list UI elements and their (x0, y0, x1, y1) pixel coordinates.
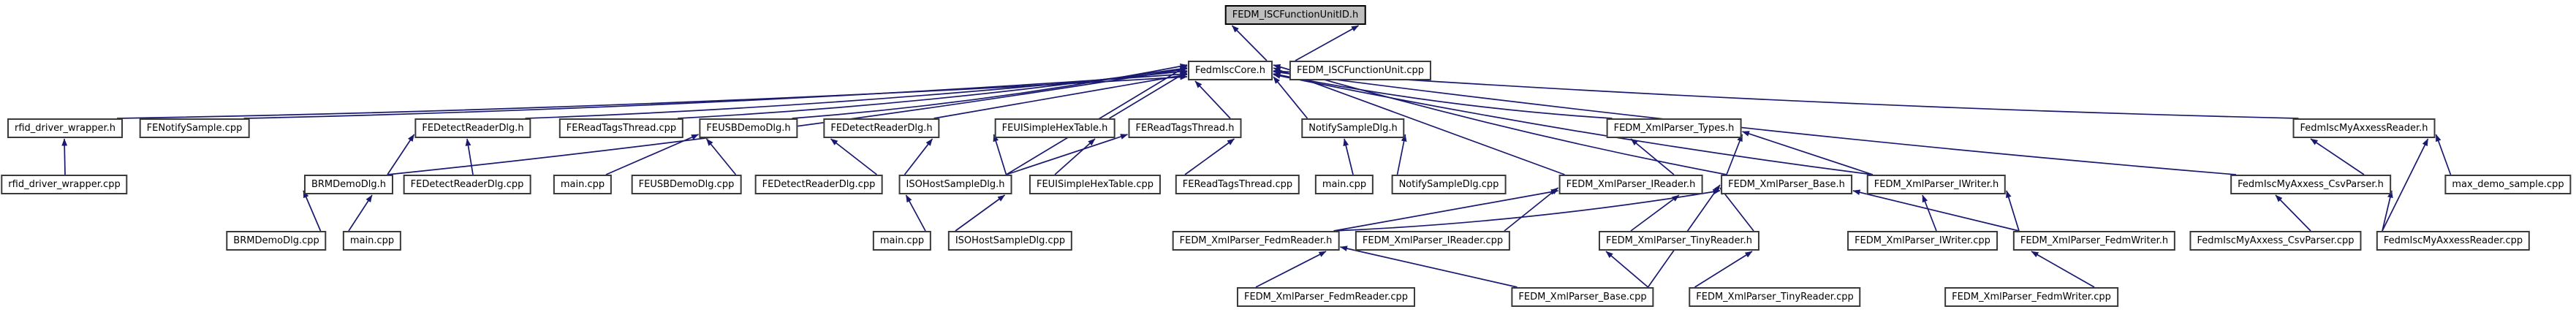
include-edge (1255, 251, 1327, 288)
include-edge (1630, 194, 1680, 232)
include-edge (61, 138, 68, 175)
graph-node-FedmIscMyAxxessReader.cpp[interactable]: FedmIscMyAxxessReader.cpp (2376, 231, 2531, 251)
graph-node-rfid_driver_wrapper.h[interactable]: rfid_driver_wrapper.h (7, 118, 123, 138)
include-edge (465, 138, 474, 175)
include-edge (792, 63, 1188, 119)
graph-node-NotifySampleDlg.h[interactable]: NotifySampleDlg.h (1301, 118, 1405, 138)
graph-node-FEDM_XmlParser_FedmWriter.cpp[interactable]: FEDM_XmlParser_FedmWriter.cpp (1944, 287, 2118, 307)
include-edge (955, 194, 1005, 232)
graph-node-FEDM_XmlParser_Types.h[interactable]: FEDM_XmlParser_Types.h (1606, 118, 1742, 138)
include-edge (348, 194, 373, 232)
include-edge (2031, 251, 2095, 288)
graph-node-ISOHostSampleDlg.h[interactable]: ISOHostSampleDlg.h (898, 175, 1012, 194)
include-edge (1922, 194, 1937, 232)
graph-node-FedmIscMyAxxess_CsvParser.cpp[interactable]: FedmIscMyAxxess_CsvParser.cpp (2189, 231, 2362, 251)
include-edge (1273, 64, 1727, 175)
include-edge (705, 138, 737, 175)
graph-node-FEUISimpleHexTable.cpp[interactable]: FEUISimpleHexTable.cpp (1028, 175, 1162, 194)
graph-node-max_demo_sample.cpp[interactable]: max_demo_sample.cpp (2444, 175, 2572, 194)
include-edge (1343, 138, 1354, 175)
graph-node-FEReadTagsThread.h[interactable]: FEReadTagsThread.h (1128, 118, 1242, 138)
include-edge (1333, 189, 1721, 232)
include-edge (2382, 190, 2393, 232)
graph-node-FEDetectReaderDlg.h[interactable]: FEDetectReaderDlg.h (823, 118, 940, 138)
include-edge (1006, 134, 1128, 175)
graph-node-main.cpp[interactable]: main.cpp (553, 175, 613, 194)
graph-node-FEDetectReaderDlg.cpp[interactable]: FEDetectReaderDlg.cpp (403, 175, 531, 194)
include-edge (116, 74, 1188, 119)
include-edge (243, 71, 1188, 119)
graph-node-FEUISimpleHexTable.h[interactable]: FEUISimpleHexTable.h (994, 118, 1115, 138)
graph-node-FEReadTagsThread.cpp[interactable]: FEReadTagsThread.cpp (558, 118, 684, 138)
include-edge (2435, 134, 2452, 175)
include-edge (1194, 80, 1231, 119)
include-edge (1605, 251, 1649, 288)
include-edge (1742, 131, 1874, 175)
include-edge (1273, 68, 2299, 119)
graph-node-FEDM_XmlParser_FedmReader.h[interactable]: FEDM_XmlParser_FedmReader.h (1172, 231, 1340, 251)
include-edge (1340, 246, 1518, 288)
graph-node-FEDM_XmlParser_IWriter.cpp[interactable]: FEDM_XmlParser_IWriter.cpp (1847, 231, 1998, 251)
include-edge (1109, 71, 1188, 119)
graph-node-main.cpp[interactable]: main.cpp (1314, 175, 1374, 194)
include-edge (933, 72, 1188, 119)
include-edge (1273, 76, 1308, 119)
graph-node-BRMDemoDlg.h[interactable]: BRMDemoDlg.h (303, 175, 394, 194)
graph-node-main.cpp[interactable]: main.cpp (872, 231, 932, 251)
include-edge (1054, 138, 1096, 175)
include-edge (1333, 189, 1558, 232)
graph-node-NotifySampleDlg.cpp[interactable]: NotifySampleDlg.cpp (1391, 175, 1507, 194)
graph-node-BRMDemoDlg.cpp[interactable]: BRMDemoDlg.cpp (226, 231, 327, 251)
graph-node-FEDetectReaderDlg.cpp[interactable]: FEDetectReaderDlg.cpp (754, 175, 883, 194)
include-edge (1273, 73, 1874, 175)
include-edge (830, 138, 878, 175)
include-edge (1630, 138, 1675, 175)
graph-node-FEDM_XmlParser_TinyReader.h[interactable]: FEDM_XmlParser_TinyReader.h (1598, 231, 1760, 251)
include-edge (605, 134, 699, 175)
graph-node-FEDM_XmlParser_Base.h[interactable]: FEDM_XmlParser_Base.h (1721, 175, 1852, 194)
graph-node-FEDM_XmlParser_IReader.h[interactable]: FEDM_XmlParser_IReader.h (1558, 175, 1703, 194)
include-edge (2006, 190, 2020, 232)
include-edge (2382, 138, 2429, 232)
include-edge (2310, 138, 2365, 175)
include-edge (1273, 72, 1613, 119)
graph-node-FEDM_ISCFunctionUnit.cpp[interactable]: FEDM_ISCFunctionUnit.cpp (1289, 61, 1432, 80)
graph-node-FEDM_XmlParser_Base.cpp[interactable]: FEDM_XmlParser_Base.cpp (1511, 287, 1654, 307)
graph-node-FedmIscMyAxxessReader.h[interactable]: FedmIscMyAxxessReader.h (2292, 118, 2436, 138)
include-edge (905, 194, 926, 232)
graph-node-FEDM_XmlParser_IWriter.h[interactable]: FEDM_XmlParser_IWriter.h (1866, 175, 2007, 194)
graph-node-FedmIscMyAxxess_CsvParser.h[interactable]: FedmIscMyAxxess_CsvParser.h (2230, 175, 2391, 194)
graph-node-FEDM_XmlParser_TinyReader.cpp[interactable]: FEDM_XmlParser_TinyReader.cpp (1689, 287, 1861, 307)
graph-node-FEReadTagsThread.cpp[interactable]: FEReadTagsThread.cpp (1175, 175, 1300, 194)
include-edge (2275, 194, 2311, 232)
graph-node-main.cpp[interactable]: main.cpp (342, 231, 402, 251)
include-edge (1852, 189, 2020, 232)
graph-node-FEDM_XmlParser_FedmWriter.h[interactable]: FEDM_XmlParser_FedmWriter.h (2012, 231, 2176, 251)
graph-node-FEDM_XmlParser_IReader.cpp[interactable]: FEDM_XmlParser_IReader.cpp (1355, 231, 1511, 251)
graph-node-FEUSBDemoDlg.cpp[interactable]: FEUSBDemoDlg.cpp (631, 175, 742, 194)
graph-node-FedmIscCore.h[interactable]: FedmIscCore.h (1188, 61, 1273, 80)
include-edge (387, 134, 415, 175)
include-edge (1184, 138, 1235, 175)
include-edge (1694, 251, 1753, 288)
include-edge (904, 138, 933, 175)
graph-node-ISOHostSampleDlg.cpp[interactable]: ISOHostSampleDlg.cpp (947, 231, 1073, 251)
graph-node-FEUSBDemoDlg.h[interactable]: FEUSBDemoDlg.h (699, 118, 798, 138)
include-edge (1295, 25, 1359, 61)
graph-node-FEDetectReaderDlg.h[interactable]: FEDetectReaderDlg.h (414, 118, 531, 138)
include-edge (1231, 25, 1268, 61)
graph-node-FEDM_XmlParser_FedmReader.cpp[interactable]: FEDM_XmlParser_FedmReader.cpp (1236, 287, 1416, 307)
graph-node-FEDM_ISCFunctionUnitID.h[interactable]: FEDM_ISCFunctionUnitID.h (1224, 5, 1366, 25)
include-edge (1273, 69, 2237, 175)
graph-node-FENotifySample.cpp[interactable]: FENotifySample.cpp (139, 118, 250, 138)
graph-node-rfid_driver_wrapper.cpp[interactable]: rfid_driver_wrapper.cpp (1, 175, 128, 194)
include-edge (1504, 187, 1559, 232)
